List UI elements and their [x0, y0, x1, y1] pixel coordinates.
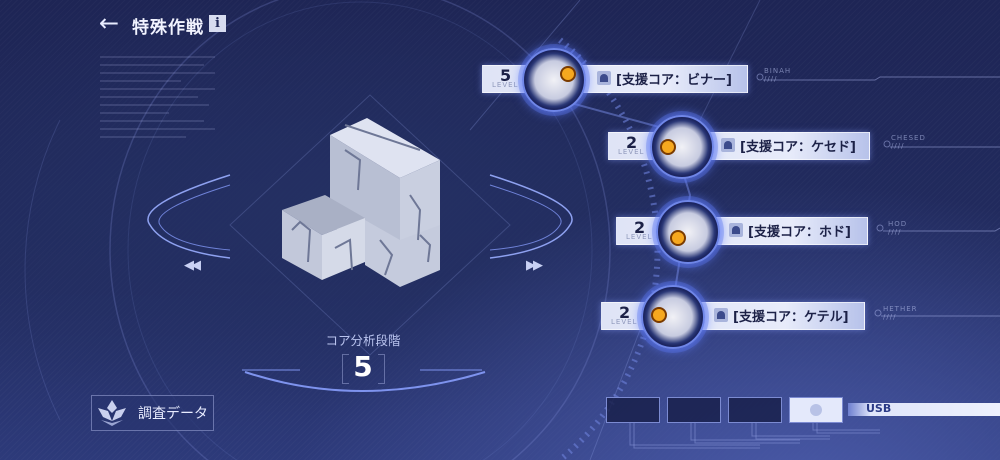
level-label: LEVEL — [492, 81, 519, 89]
support-core-type-icon — [597, 71, 611, 85]
support-core-type-icon — [721, 138, 735, 152]
core-portrait-hod — [656, 200, 720, 264]
core-name: [支援コア：ケテル] — [733, 310, 849, 325]
level-label: LEVEL — [626, 233, 653, 241]
core-portrait-kether — [641, 285, 705, 349]
core-code-tag: CHESED //// — [891, 134, 926, 150]
bracket-left — [342, 354, 349, 384]
core-level: 2 — [626, 133, 638, 152]
core-slot-1[interactable] — [606, 397, 660, 423]
core-name: [支援コア：ビナー] — [616, 73, 732, 88]
usb-label: USB — [866, 402, 892, 415]
core-level: 2 — [634, 218, 646, 237]
core-portrait-binah — [522, 48, 586, 112]
next-core-button[interactable]: ▶▶ — [526, 258, 543, 273]
core-level: 5 — [500, 66, 512, 85]
bracket-right — [378, 354, 385, 384]
core-portrait-chesed — [650, 115, 714, 179]
core-name: [支援コア：ホド] — [748, 225, 851, 240]
back-button[interactable]: ← — [92, 9, 126, 37]
info-button[interactable]: i — [209, 15, 226, 32]
double-chevron-right-icon: ▶▶ — [526, 258, 543, 273]
core-item-hod[interactable]: 2 LEVEL [支援コア：ホド] HOD //// — [616, 200, 906, 264]
previous-core-button[interactable]: ◀◀ — [184, 258, 201, 273]
core-code-tag: HOD //// — [888, 220, 908, 236]
core-analysis-stage-label: コア分析段階 — [325, 333, 401, 348]
core-slot-3[interactable] — [728, 397, 782, 423]
page-title: 特殊作戦 — [132, 18, 204, 38]
core-item-chesed[interactable]: 2 LEVEL [支援コア：ケセド] CHESED //// — [608, 115, 925, 179]
support-core-type-icon — [714, 308, 728, 322]
core-slot-4-active[interactable] — [789, 397, 843, 423]
core-code-tag: HETHER //// — [883, 305, 918, 321]
info-icon: i — [215, 16, 220, 31]
level-label: LEVEL — [611, 318, 638, 326]
decorative-text-lines — [100, 56, 215, 156]
leaf-emblem-icon — [92, 396, 132, 430]
core-analysis-stage-value: 5 — [353, 350, 373, 383]
usb-bar: USB — [848, 402, 1000, 416]
arrow-left-icon: ← — [98, 9, 120, 37]
core-level: 2 — [619, 303, 631, 322]
level-label: LEVEL — [618, 148, 645, 156]
double-chevron-left-icon: ◀◀ — [184, 258, 201, 273]
core-item-kether[interactable]: 2 LEVEL [支援コア：ケテル] HETHER //// — [601, 285, 917, 349]
core-item-binah[interactable]: 5 LEVEL [支援コア：ビナー] BINAH //// — [482, 48, 790, 112]
core-slot-2[interactable] — [667, 397, 721, 423]
research-data-label: 調査データ — [138, 406, 208, 422]
core-name: [支援コア：ケセド] — [740, 140, 856, 155]
research-data-button[interactable]: 調査データ — [91, 395, 214, 431]
core-code-tag: BINAH //// — [764, 67, 792, 83]
support-core-type-icon — [729, 223, 743, 237]
gear-icon — [810, 404, 822, 416]
